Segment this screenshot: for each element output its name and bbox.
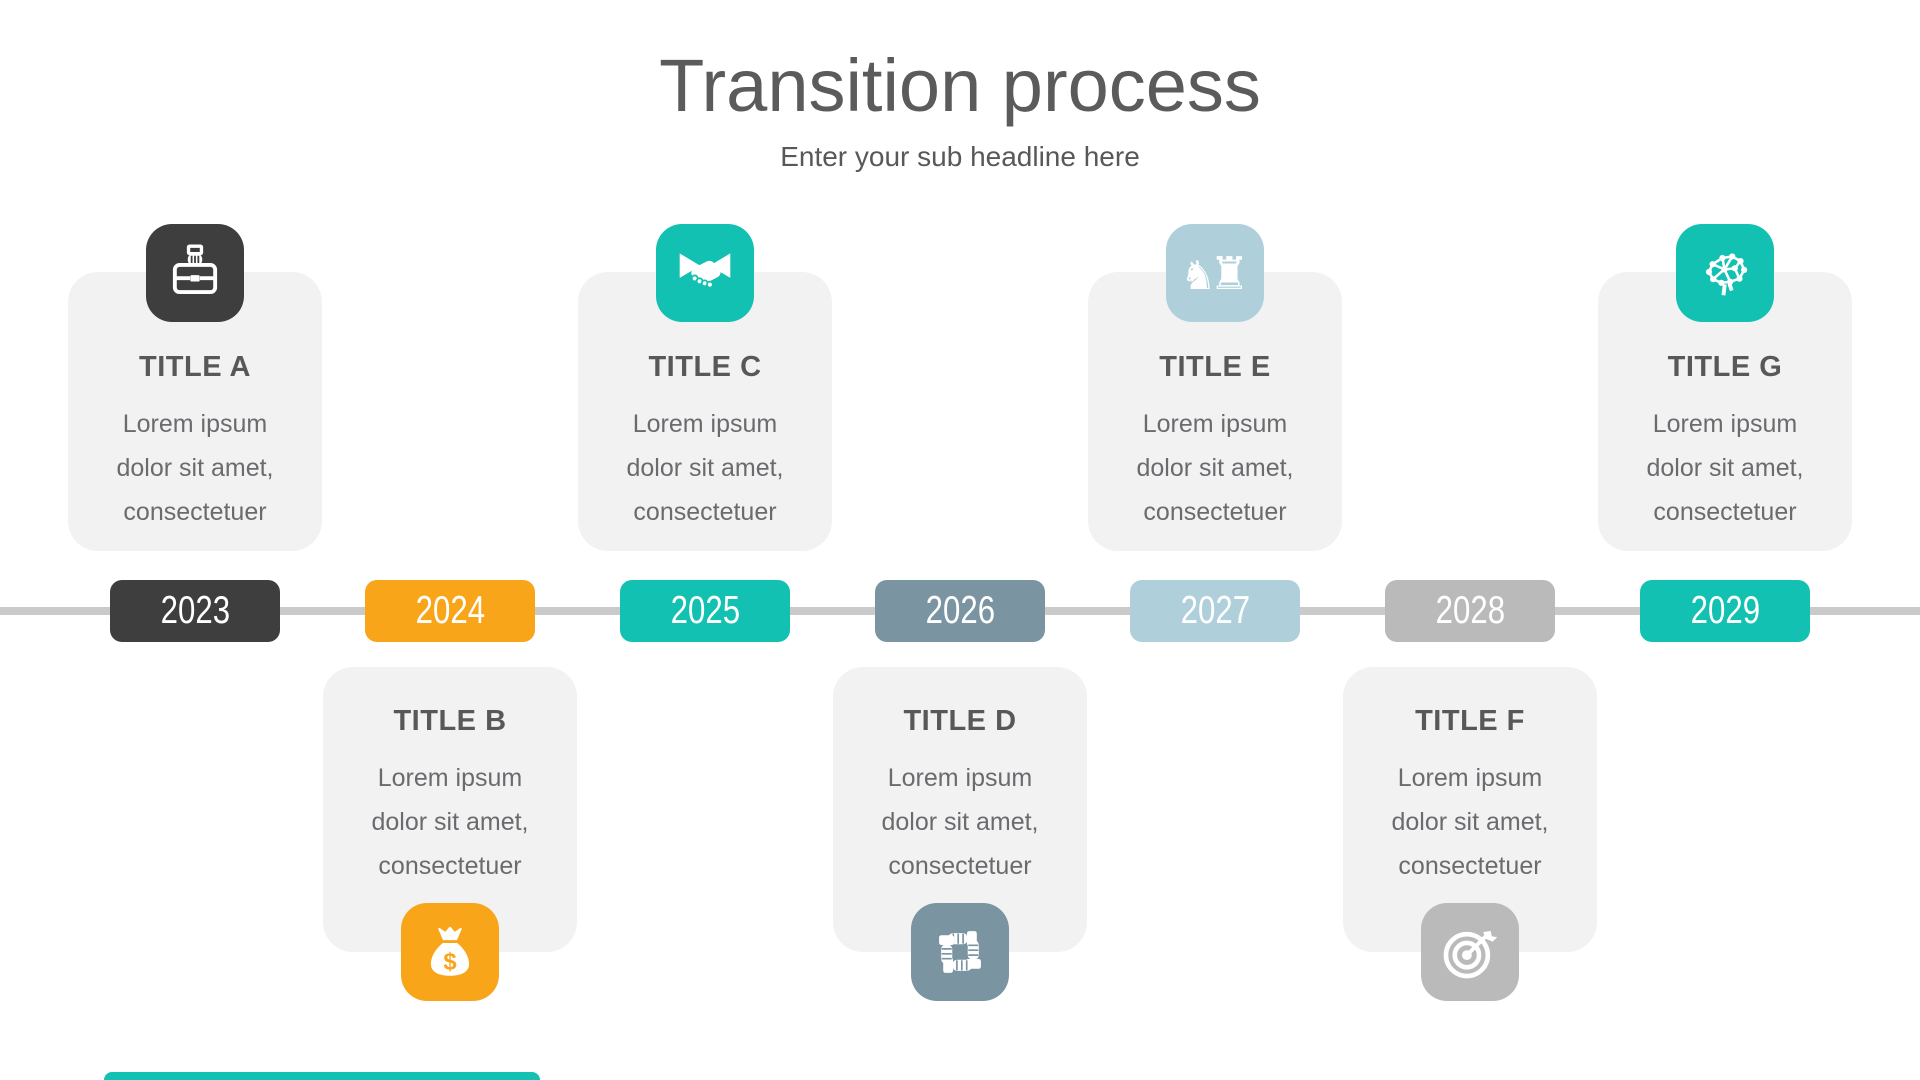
- year-pill: 2029: [1640, 580, 1810, 642]
- milestone-title: TITLE G: [1667, 351, 1783, 383]
- year-pill: 2023: [110, 580, 280, 642]
- milestone-title: TITLE F: [1415, 705, 1525, 737]
- description-line: dolor sit amet,: [626, 453, 784, 482]
- description-line: dolor sit amet,: [881, 807, 1039, 836]
- description-line: Lorem ipsum: [887, 763, 1033, 792]
- description-line: consectetuer: [633, 497, 777, 526]
- milestone-badge: [911, 903, 1009, 1001]
- year-pill: 2025: [620, 580, 790, 642]
- milestone-card: TITLE D Lorem ipsum dolor sit amet, cons…: [833, 667, 1087, 952]
- description-line: consectetuer: [378, 851, 522, 880]
- year-label: 2026: [925, 589, 995, 632]
- description-line: Lorem ipsum: [632, 409, 778, 438]
- milestone-description: Lorem ipsum dolor sit amet, consectetuer: [1598, 402, 1852, 534]
- milestone-badge: [656, 224, 754, 322]
- description-line: Lorem ipsum: [377, 763, 523, 792]
- milestone-title: TITLE B: [393, 705, 507, 737]
- milestone-badge: [1421, 903, 1519, 1001]
- milestone-badge: $: [401, 903, 499, 1001]
- description-line: dolor sit amet,: [1136, 453, 1294, 482]
- svg-text:$: $: [443, 948, 456, 975]
- page-title: Transition process: [659, 44, 1261, 127]
- description-line: Lorem ipsum: [122, 409, 268, 438]
- description-line: Lorem ipsum: [1397, 763, 1543, 792]
- description-line: dolor sit amet,: [371, 807, 529, 836]
- milestone-badge: [1676, 224, 1774, 322]
- milestone-description: Lorem ipsum dolor sit amet, consectetuer: [323, 756, 577, 888]
- description-line: Lorem ipsum: [1652, 409, 1798, 438]
- chess-icon: ♞ ♜: [1180, 251, 1249, 296]
- milestone-description: Lorem ipsum dolor sit amet, consectetuer: [68, 402, 322, 534]
- milestone-badge: [146, 224, 244, 322]
- description-line: dolor sit amet,: [116, 453, 274, 482]
- year-label: 2024: [415, 589, 485, 632]
- milestone-card: TITLE A Lorem ipsum dolor sit amet, cons…: [68, 272, 322, 551]
- description-line: dolor sit amet,: [1391, 807, 1549, 836]
- description-line: dolor sit amet,: [1646, 453, 1804, 482]
- milestone-title: TITLE E: [1159, 351, 1271, 383]
- year-label: 2025: [670, 589, 740, 632]
- milestone-badge: ♞ ♜: [1166, 224, 1264, 322]
- chess-knight-glyph: ♞: [1180, 252, 1217, 299]
- year-pill: 2026: [875, 580, 1045, 642]
- footer-accent-bar: [104, 1072, 540, 1080]
- description-line: Lorem ipsum: [1142, 409, 1288, 438]
- milestone-title: TITLE D: [903, 705, 1017, 737]
- teamwork-icon: [938, 930, 982, 974]
- year-label: 2023: [160, 589, 230, 632]
- milestone-description: Lorem ipsum dolor sit amet, consectetuer: [1088, 402, 1342, 534]
- milestone-description: Lorem ipsum dolor sit amet, consectetuer: [1343, 756, 1597, 888]
- chess-rook-glyph: ♜: [1209, 246, 1250, 300]
- description-line: consectetuer: [1143, 497, 1287, 526]
- year-pill: 2024: [365, 580, 535, 642]
- handshake-icon: [679, 253, 731, 289]
- year-label: 2028: [1435, 589, 1505, 632]
- page-subtitle: Enter your sub headline here: [780, 141, 1140, 172]
- year-label: 2029: [1690, 589, 1760, 632]
- brain-icon: [1705, 253, 1748, 296]
- year-label: 2027: [1180, 589, 1250, 632]
- year-pill: 2028: [1385, 580, 1555, 642]
- description-line: consectetuer: [1398, 851, 1542, 880]
- money-bag-icon: $: [430, 926, 470, 976]
- description-line: consectetuer: [888, 851, 1032, 880]
- milestone-title: TITLE A: [139, 351, 251, 383]
- milestone-description: Lorem ipsum dolor sit amet, consectetuer: [578, 402, 832, 534]
- description-line: consectetuer: [123, 497, 267, 526]
- milestone-description: Lorem ipsum dolor sit amet, consectetuer: [833, 756, 1087, 888]
- briefcase-icon: [172, 244, 218, 295]
- target-icon: [1443, 930, 1498, 979]
- milestone-title: TITLE C: [648, 351, 762, 383]
- year-pill: 2027: [1130, 580, 1300, 642]
- description-line: consectetuer: [1653, 497, 1797, 526]
- milestone-card: TITLE E Lorem ipsum dolor sit amet, cons…: [1088, 272, 1342, 551]
